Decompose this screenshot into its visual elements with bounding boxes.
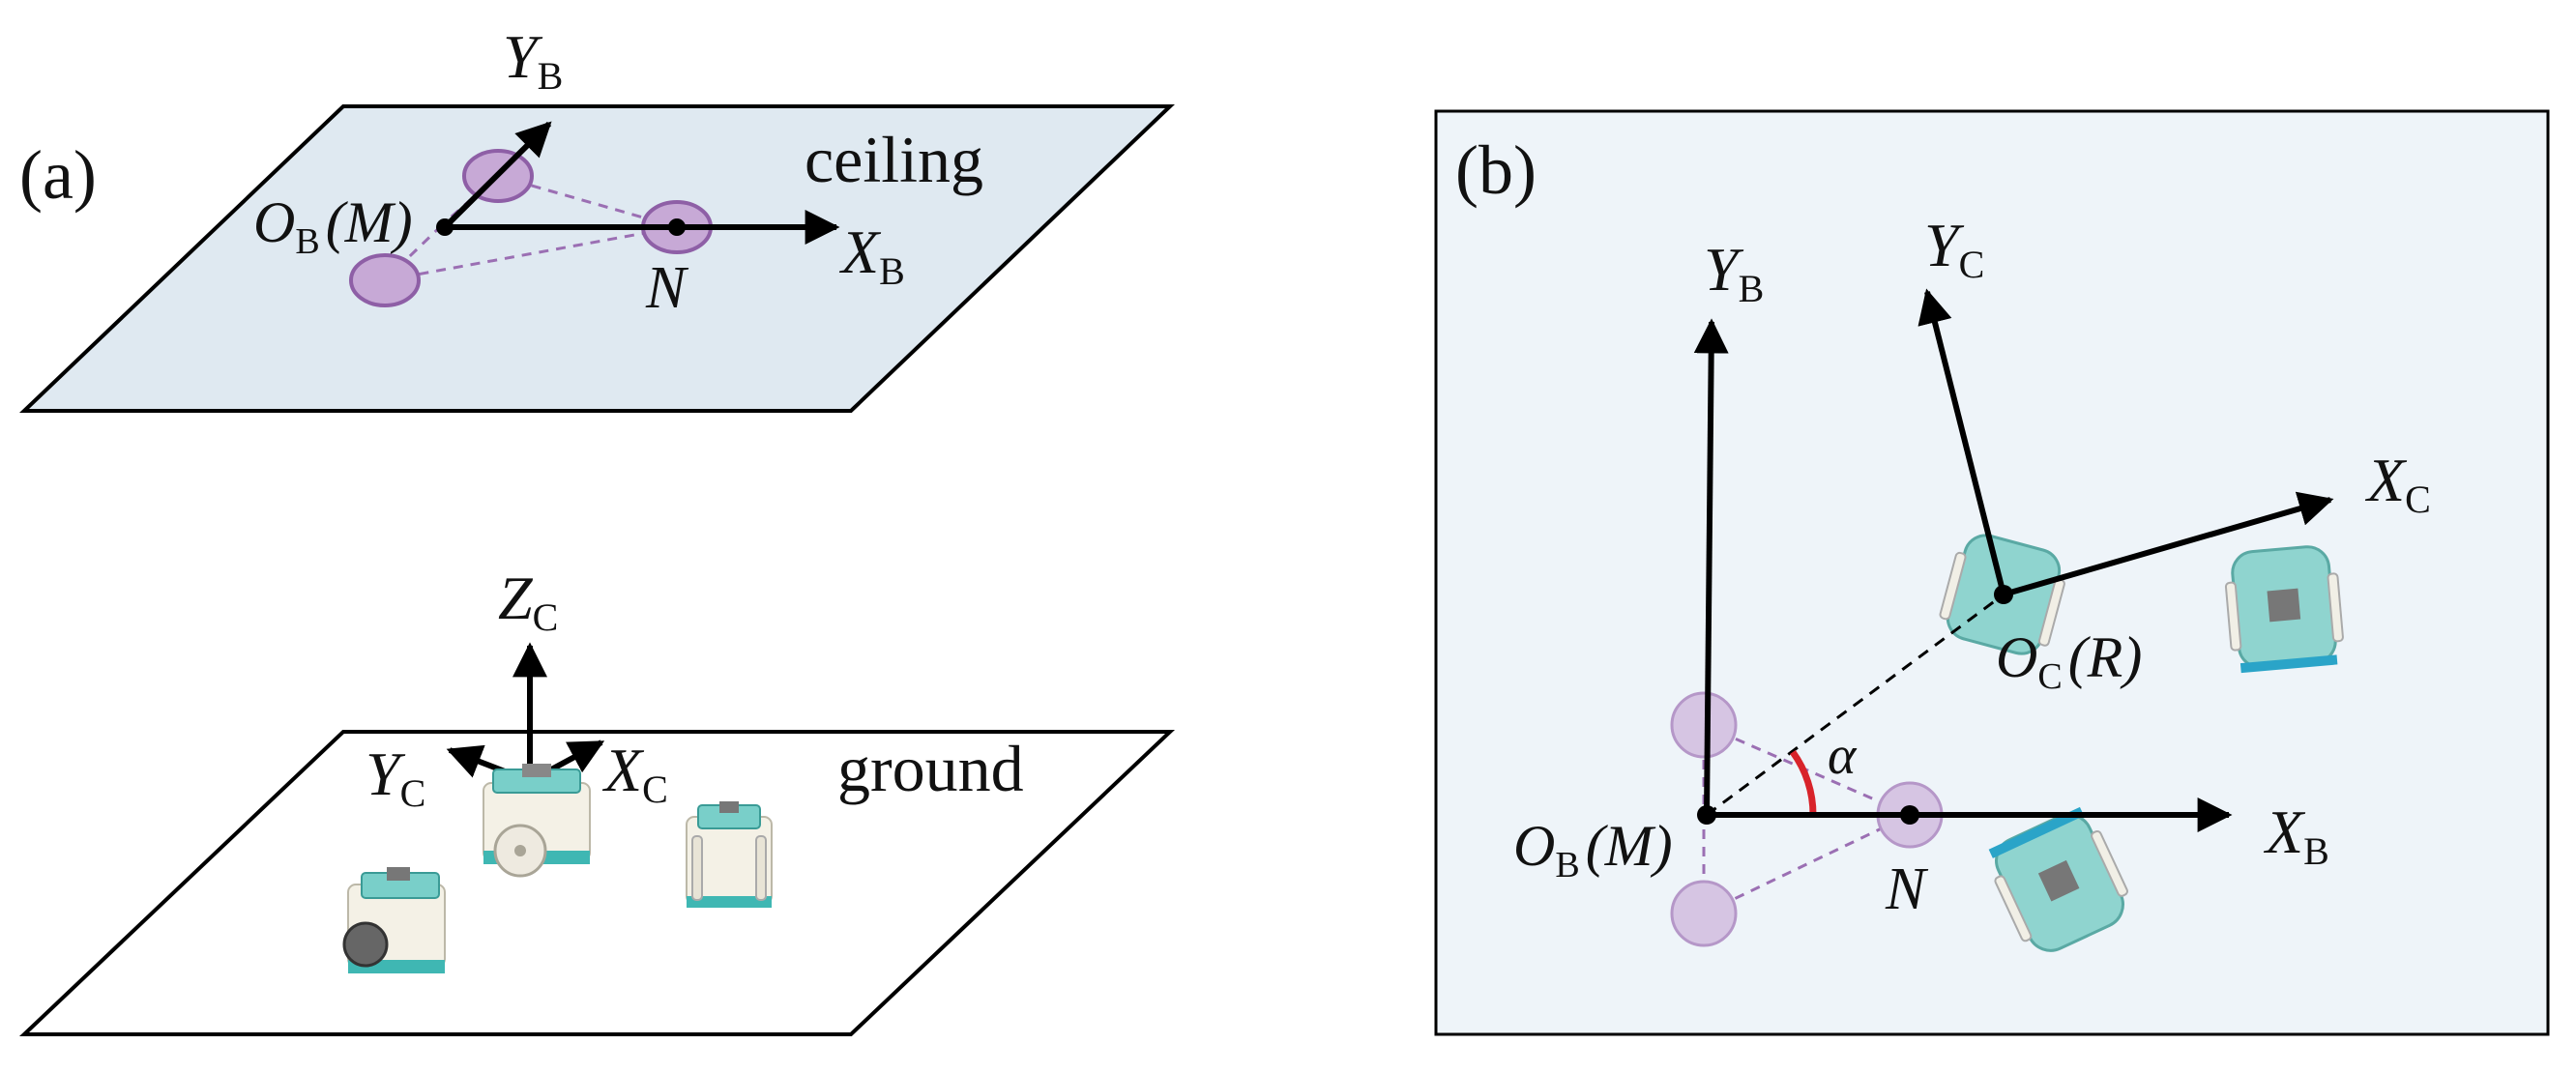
ceiling-plane — [19, 104, 1175, 413]
robot-right — [686, 801, 773, 908]
panel-a: (a) ceiling YB XB OB(M) N — [18, 22, 1176, 1036]
robot-left — [342, 867, 446, 973]
ceiling-n-dot — [668, 218, 686, 236]
ceiling-marker-3 — [349, 253, 421, 307]
panel-b-n-label: N — [1885, 856, 1929, 922]
alpha-angle-arc — [1790, 749, 1817, 816]
ground-plane — [18, 730, 1176, 1036]
panel-b-n-dot — [1900, 805, 1919, 825]
robot-b-bottom — [1988, 806, 2128, 952]
panel-b-ob-dot — [1697, 805, 1716, 825]
ceiling-origin-dot — [436, 218, 454, 236]
panel-b: (b) — [1434, 109, 2550, 1036]
panel-b-marker-top — [1670, 691, 1738, 759]
ceiling-y-axis — [442, 121, 552, 230]
ground-label: ground — [837, 732, 1024, 805]
robot-center — [483, 764, 591, 878]
panel-b-xc-axis — [2003, 491, 2334, 597]
ceiling-label: ceiling — [805, 123, 983, 196]
panel-b-marker-bottom — [1670, 880, 1738, 947]
ground-x-label: XC — [601, 736, 668, 811]
panel-b-ob-label: OB(M) — [1513, 814, 1673, 885]
panel-b-yc-label: YC — [1924, 211, 1984, 286]
panel-b-alpha-label: α — [1828, 726, 1858, 786]
panel-b-xb-label: XB — [2263, 798, 2329, 873]
panel-b-oc-dot — [1994, 585, 2013, 604]
ground-z-label: ZC — [498, 564, 558, 639]
panel-b-yb-label: YB — [1704, 235, 1764, 310]
panel-b-oc-label: OC(R) — [1996, 625, 2142, 697]
panel-b-xc-label: XC — [2364, 446, 2431, 521]
ceiling-y-label: YB — [503, 22, 563, 98]
robot-b-right — [2224, 545, 2344, 674]
ob-oc-dashed-line — [1706, 593, 2005, 817]
panel-a-tag: (a) — [19, 136, 97, 214]
panel-b-tag: (b) — [1455, 131, 1537, 209]
panel-b-yb-axis — [1693, 318, 1729, 816]
ceiling-x-label: XB — [838, 218, 905, 293]
ceiling-origin-label: OB(M) — [253, 190, 413, 262]
panel-b-yc-axis — [1917, 288, 2006, 595]
ground-y-label: YC — [366, 740, 425, 815]
ceiling-n-label: N — [645, 255, 689, 321]
